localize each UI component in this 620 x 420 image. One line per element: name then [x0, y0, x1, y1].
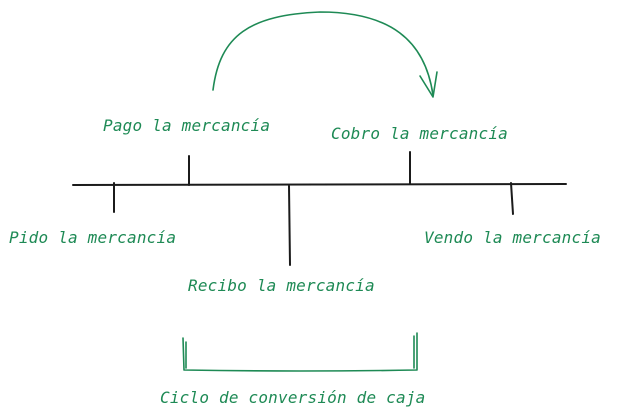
- label-pago: Pago la mercancía: [103, 116, 270, 135]
- top-curved-arrow-head: [419, 71, 438, 98]
- top-curved-arrow: [212, 11, 434, 96]
- label-recibo: Recibo la mercancía: [188, 276, 375, 295]
- label-ciclo: Ciclo de conversión de caja: [160, 388, 426, 407]
- timeline-axis: [72, 183, 567, 186]
- label-cobro: Cobro la mercancía: [331, 124, 508, 143]
- cycle-bracket: [182, 332, 418, 372]
- label-vendo: Vendo la mercancía: [424, 228, 601, 247]
- tick-vendo: [510, 182, 514, 215]
- label-pido: Pido la mercancía: [9, 228, 176, 247]
- tick-recibo: [288, 185, 291, 266]
